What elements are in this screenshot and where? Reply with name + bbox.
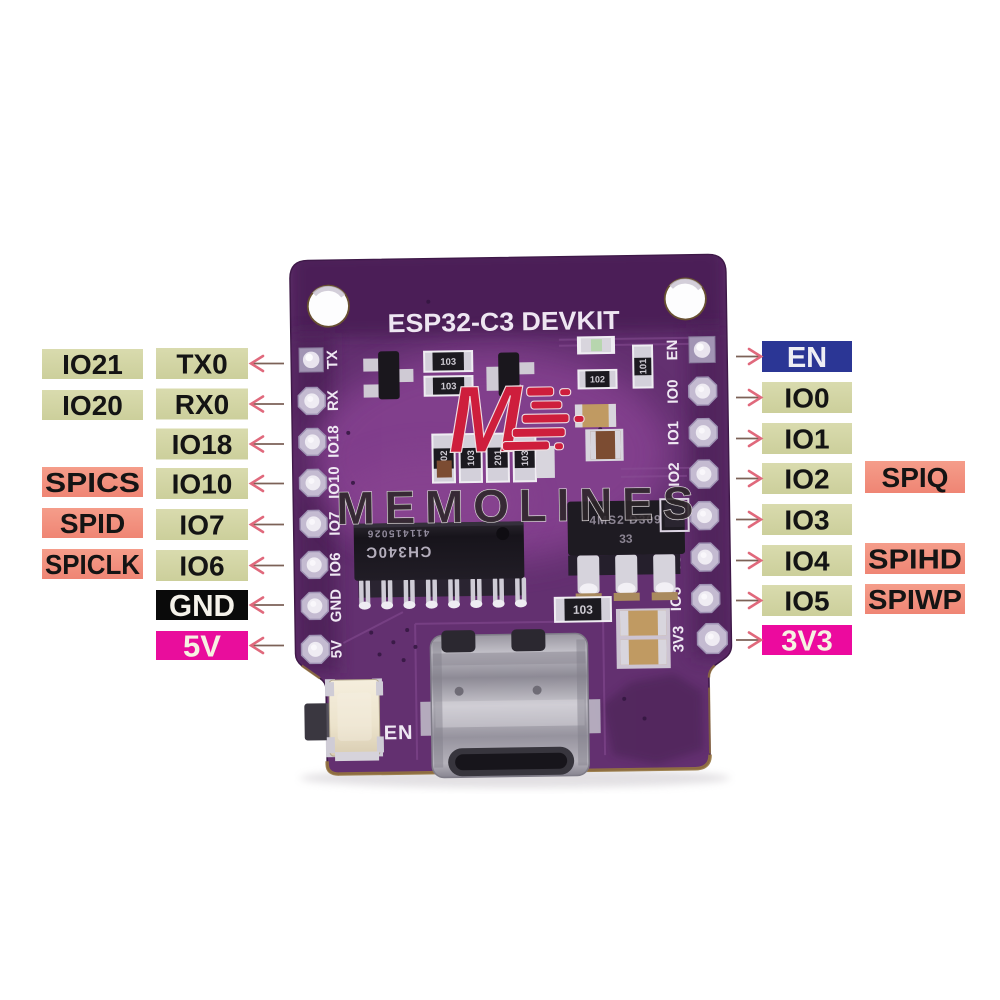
- svg-text:SPID: SPID: [60, 508, 125, 539]
- svg-text:5V: 5V: [328, 640, 345, 659]
- svg-text:IO7: IO7: [179, 509, 224, 540]
- svg-text:411415026: 411415026: [366, 527, 429, 539]
- svg-text:IO3: IO3: [784, 504, 829, 535]
- svg-text:EN: EN: [664, 340, 681, 361]
- svg-text:SPIHD: SPIHD: [868, 543, 962, 574]
- svg-text:IO6: IO6: [327, 552, 344, 576]
- svg-text:201: 201: [493, 449, 504, 466]
- svg-text:IO2: IO2: [666, 462, 683, 486]
- svg-text:IO5: IO5: [784, 585, 829, 616]
- svg-text:5V: 5V: [183, 629, 221, 664]
- svg-text:IO0: IO0: [665, 379, 682, 403]
- svg-text:3V3: 3V3: [670, 626, 687, 653]
- svg-text:IO6: IO6: [179, 550, 224, 581]
- svg-text:IO1: IO1: [784, 423, 829, 454]
- svg-text:ESP32-C3 DEVKIT: ESP32-C3 DEVKIT: [387, 305, 620, 338]
- svg-text:103: 103: [520, 450, 531, 466]
- svg-text:103: 103: [440, 357, 456, 368]
- svg-text:3V3: 3V3: [781, 625, 833, 657]
- svg-text:SPICS: SPICS: [45, 467, 140, 498]
- svg-text:IO7: IO7: [326, 511, 343, 535]
- svg-text:EN: EN: [384, 722, 414, 744]
- svg-text:SPIQ: SPIQ: [882, 462, 949, 493]
- svg-text:IO10: IO10: [172, 468, 233, 499]
- svg-text:IO0: IO0: [784, 382, 829, 413]
- svg-text:TX: TX: [324, 350, 341, 369]
- svg-text:M: M: [447, 366, 525, 473]
- svg-text:IO4: IO4: [784, 545, 830, 576]
- svg-text:CH340C: CH340C: [365, 543, 432, 561]
- svg-text:103: 103: [466, 450, 477, 466]
- svg-text:RX: RX: [325, 390, 342, 411]
- svg-text:IO18: IO18: [172, 429, 233, 460]
- svg-text:101: 101: [638, 358, 649, 375]
- svg-text:IO1: IO1: [665, 421, 682, 445]
- svg-text:GND: GND: [328, 589, 345, 623]
- svg-text:IO2: IO2: [784, 463, 829, 494]
- svg-text:GND: GND: [169, 588, 235, 623]
- svg-text:33: 33: [619, 532, 633, 546]
- svg-text:IO20: IO20: [62, 390, 123, 421]
- svg-text:103: 103: [441, 381, 457, 392]
- svg-text:4MS2 D309: 4MS2 D309: [589, 512, 662, 527]
- svg-text:SPIWP: SPIWP: [868, 584, 962, 615]
- svg-text:IO21: IO21: [62, 349, 123, 380]
- svg-text:103: 103: [573, 603, 594, 617]
- svg-text:TX0: TX0: [176, 348, 227, 379]
- svg-text:EN: EN: [787, 342, 827, 374]
- svg-text:IO10: IO10: [326, 466, 343, 499]
- svg-text:102: 102: [439, 450, 450, 466]
- svg-text:102: 102: [590, 374, 605, 384]
- svg-text:RX0: RX0: [175, 389, 229, 420]
- svg-text:SPICLK: SPICLK: [45, 549, 140, 580]
- svg-text:IO18: IO18: [325, 425, 342, 458]
